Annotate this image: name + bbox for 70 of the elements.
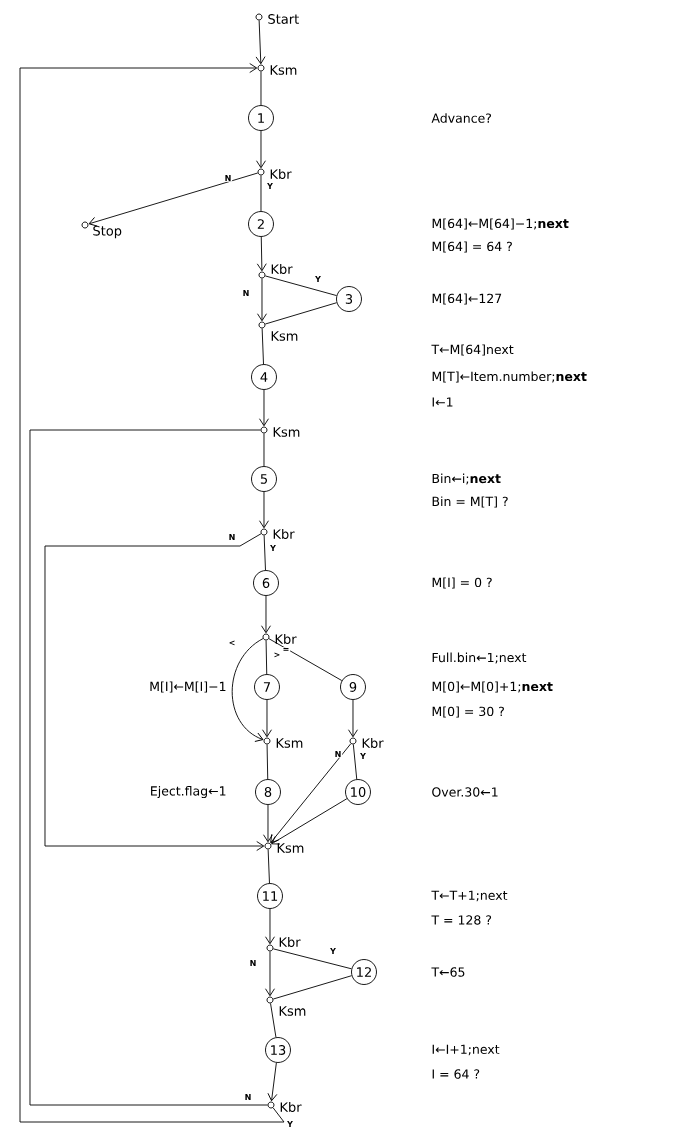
step-text: M[I]←M[I]−1 <box>150 681 226 693</box>
arrow <box>88 172 259 227</box>
step-note: T = 128 ? <box>431 915 492 925</box>
arrow <box>271 798 348 845</box>
edge-label: Y <box>329 947 337 955</box>
arrow <box>261 595 271 634</box>
arrow <box>259 389 269 427</box>
step-note: Advance? <box>431 113 492 123</box>
edge-label: Y <box>359 752 367 760</box>
arrow <box>231 638 264 742</box>
junction-label: Ksm <box>270 65 297 75</box>
edge-label: N <box>248 959 258 967</box>
junction-label: Kbr <box>279 936 301 948</box>
arrow <box>263 804 273 843</box>
junction-label: Kbr <box>275 633 297 645</box>
junction-label: Stop <box>93 225 122 239</box>
arrow <box>267 1062 278 1102</box>
step-note: Bin = M[T] ? <box>432 496 508 508</box>
edge-label: N <box>227 533 237 541</box>
step-note: T←M[64]next <box>431 344 514 356</box>
step-note: M[I] = 0 ? <box>432 577 492 589</box>
step-note: Bin←i;next <box>432 473 501 485</box>
step-note: M[0]←M[0]+1;next <box>432 681 553 693</box>
arrow <box>44 533 265 851</box>
step-note: T←65 <box>431 967 465 977</box>
arrow <box>265 951 275 997</box>
junction-label: Ksm <box>276 738 303 748</box>
edge-label: N <box>243 1093 253 1101</box>
step-note: Full.bin←1;next <box>432 652 527 664</box>
junction-label: Ksm <box>273 427 300 437</box>
arrow <box>348 699 358 738</box>
edge-label: Y <box>286 1120 294 1128</box>
step-note: M[64]←127 <box>432 293 502 305</box>
edge-label: > <box>272 651 282 659</box>
edge-label: < <box>227 639 237 647</box>
edge-label: Y <box>266 182 274 190</box>
edge-label: N <box>241 289 251 297</box>
step-note: M[64] = 64 ? <box>432 241 512 253</box>
step-note: I = 64 ? <box>432 1069 480 1079</box>
junction-label: Kbr <box>271 264 293 275</box>
edge-label: N <box>223 174 233 182</box>
arrow <box>270 743 352 844</box>
arrow <box>19 63 285 1123</box>
arrow <box>255 20 266 65</box>
edge-label: Y <box>269 544 277 552</box>
step-note: M[64]←M[64]−1;next <box>432 218 569 230</box>
junction-label: Kbr <box>270 169 292 180</box>
junction-label: Ksm <box>271 331 298 341</box>
arrow <box>256 236 267 272</box>
arrow <box>259 491 269 529</box>
edge-label: N <box>333 750 343 758</box>
edge-label: Y <box>314 275 322 283</box>
junction-label: Kbr <box>362 737 384 749</box>
arrow <box>256 130 266 169</box>
step-note: I←1 <box>432 397 453 407</box>
arrow <box>257 278 267 322</box>
junction-label: Kbr <box>280 1101 302 1113</box>
step-note: Over.30←1 <box>432 787 498 797</box>
step-text: Eject.flag←1 <box>151 785 226 799</box>
arrow <box>265 908 275 945</box>
arrow <box>262 699 272 738</box>
step-note: I←I+1;next <box>432 1044 500 1056</box>
junction-label: Ksm <box>277 843 304 853</box>
junction-label: Start <box>268 14 299 24</box>
step-note: M[T]←Item.number;next <box>432 371 587 383</box>
junction-label: Ksm <box>279 1006 306 1016</box>
step-note: T←T+1;next <box>431 890 508 902</box>
step-note: M[0] = 30 ? <box>432 706 504 718</box>
edge-label: = <box>281 647 291 653</box>
junction-label: Kbr <box>273 529 295 540</box>
